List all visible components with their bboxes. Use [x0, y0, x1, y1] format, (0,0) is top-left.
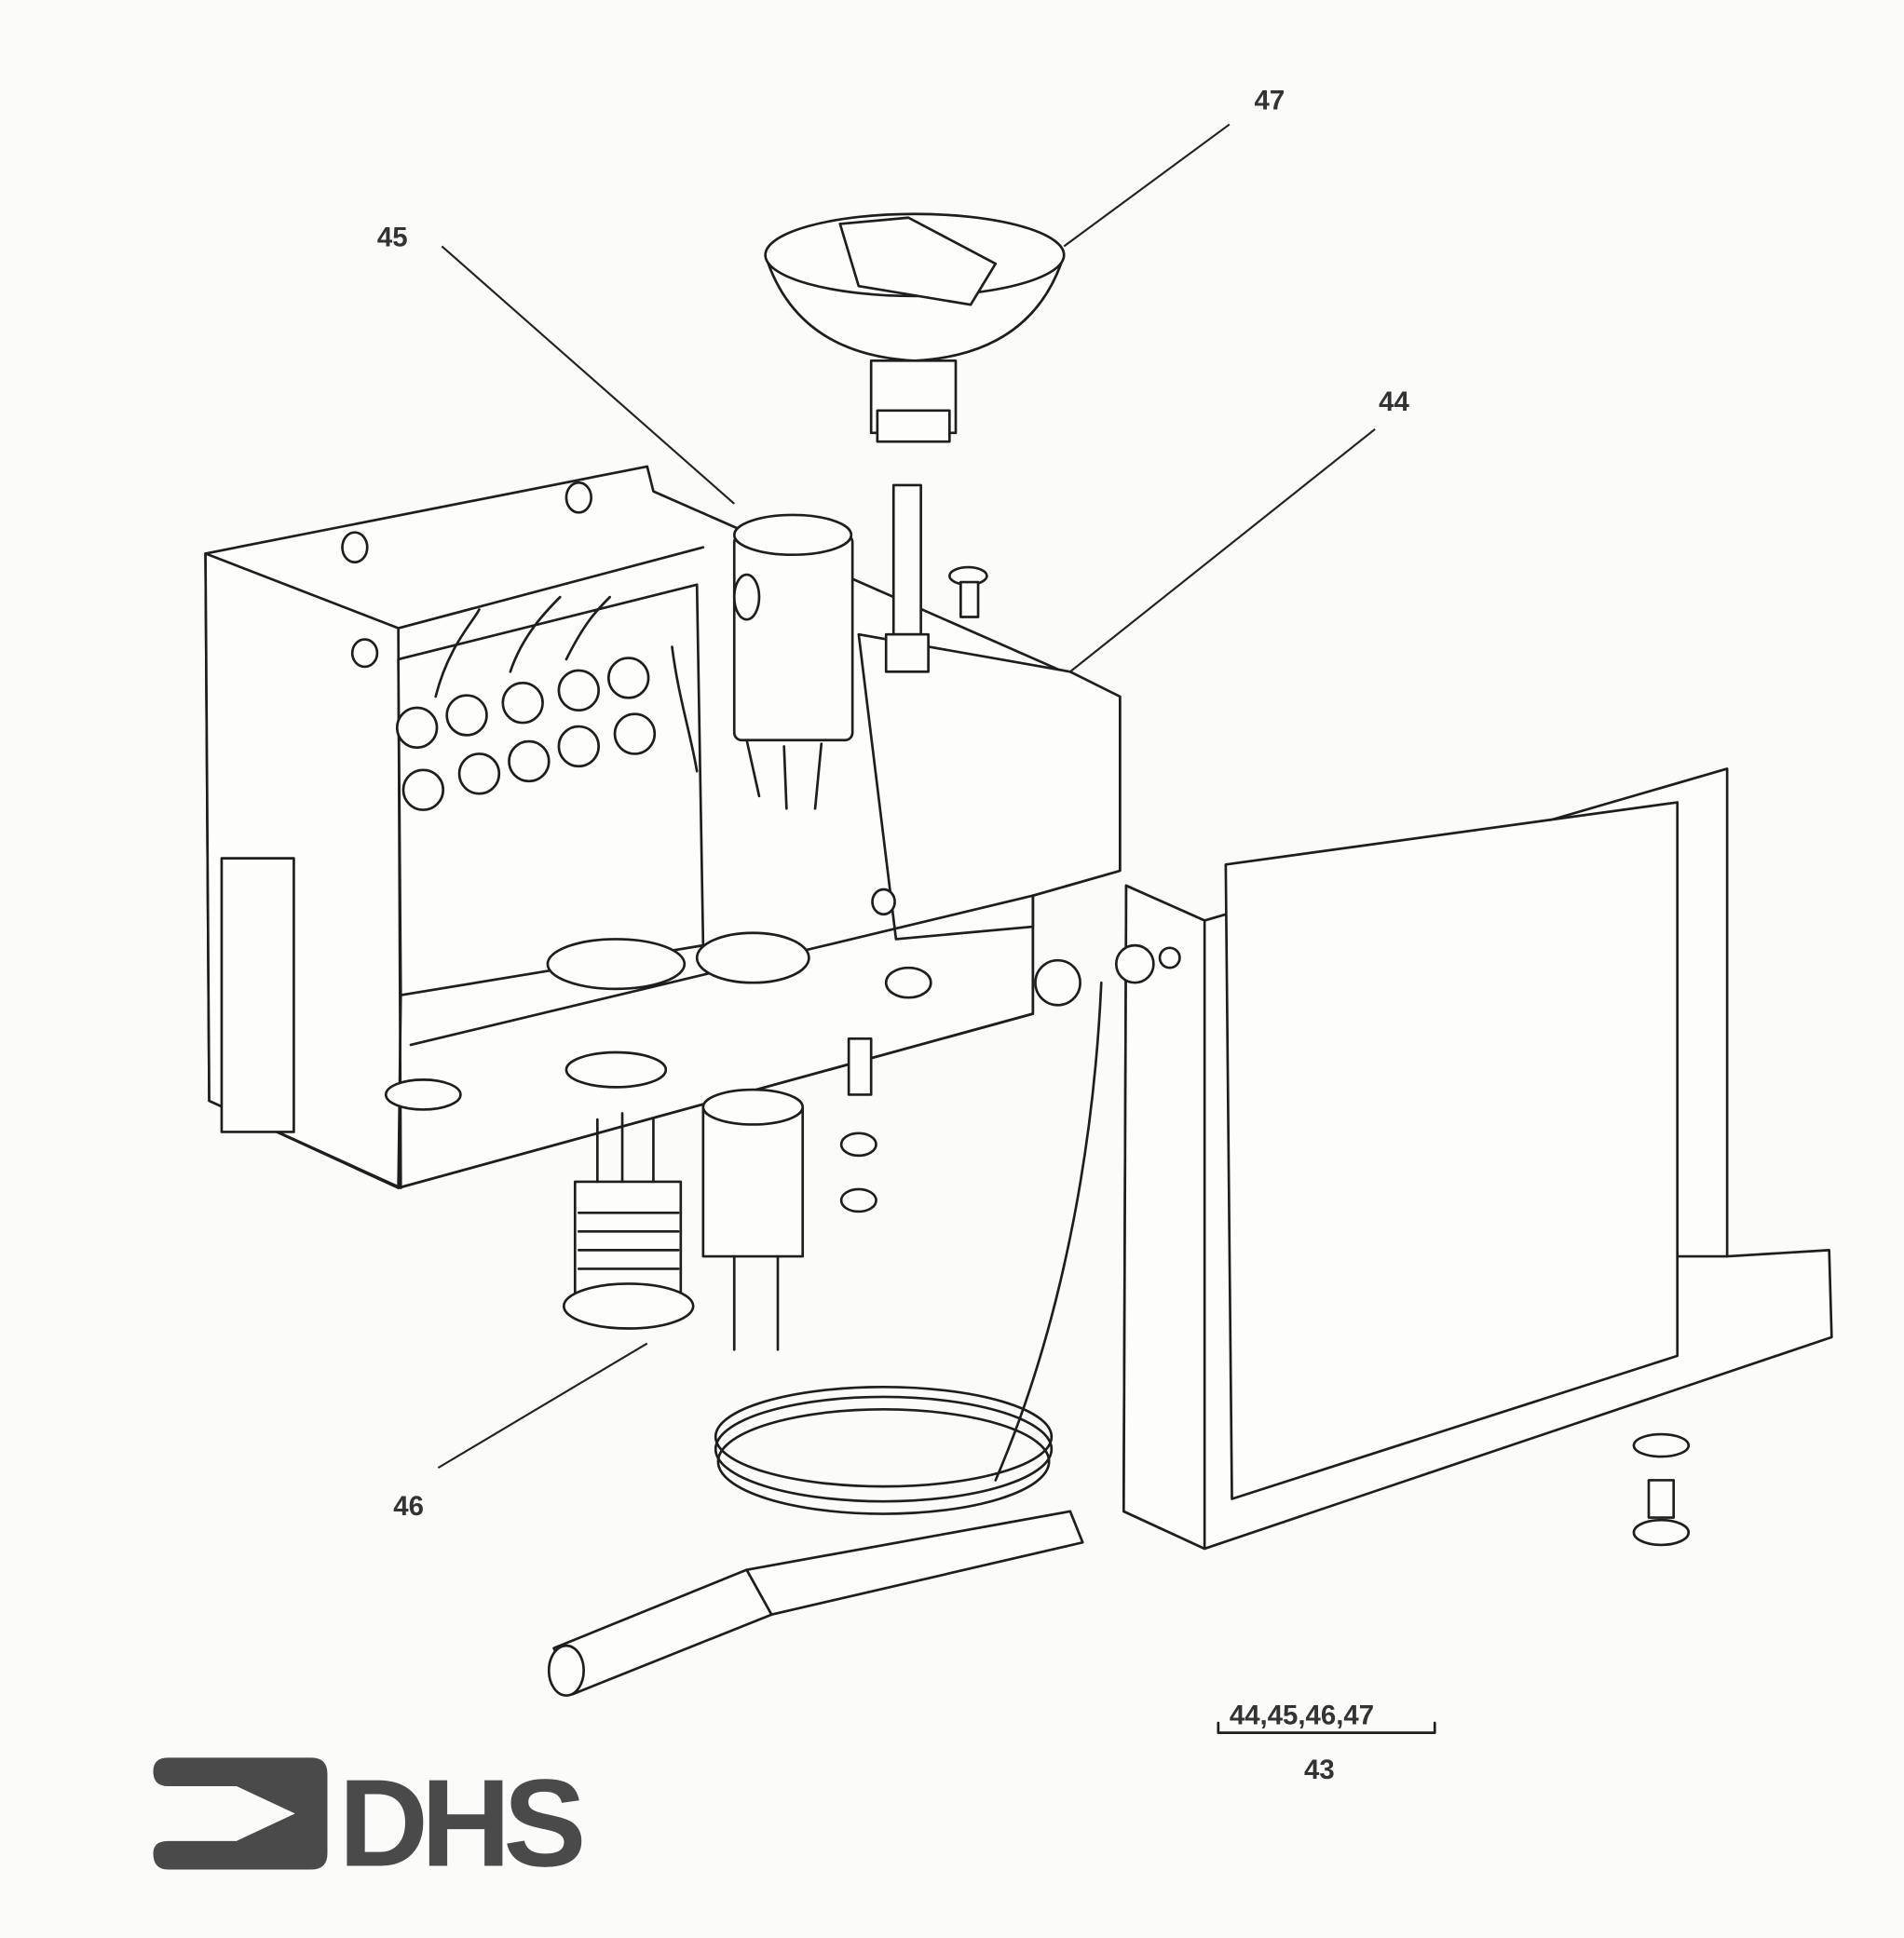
logo-text: DHS [339, 1755, 582, 1893]
leader-47 [1063, 123, 1231, 248]
coil [562, 1112, 695, 1330]
assembly-bracket [1217, 1721, 1436, 1734]
bushing-and-gland [546, 931, 932, 1351]
dhs-logo: DHS [153, 1755, 589, 1893]
callout-44: 44 [1379, 386, 1409, 417]
assembly-parts-list: 44,45,46,47 [1230, 1700, 1374, 1730]
solenoid-valve [732, 513, 854, 810]
knob-and-cable [714, 943, 1155, 1515]
callout-46: 46 [393, 1491, 424, 1522]
door-panel [1122, 767, 1833, 1551]
funnel [764, 212, 1066, 443]
callout-47: 47 [1255, 86, 1285, 116]
probe-handle [547, 1510, 1084, 1697]
callout-45: 45 [377, 222, 408, 252]
leader-45 [441, 245, 735, 505]
fittings-block [395, 595, 699, 811]
leader-44 [1069, 427, 1376, 673]
leader-46 [437, 1342, 648, 1470]
screw-washer [1632, 1432, 1691, 1547]
logo-arrow-icon [153, 1757, 328, 1870]
assembly-parent: 43 [1304, 1755, 1335, 1785]
stem-rod [884, 483, 988, 673]
